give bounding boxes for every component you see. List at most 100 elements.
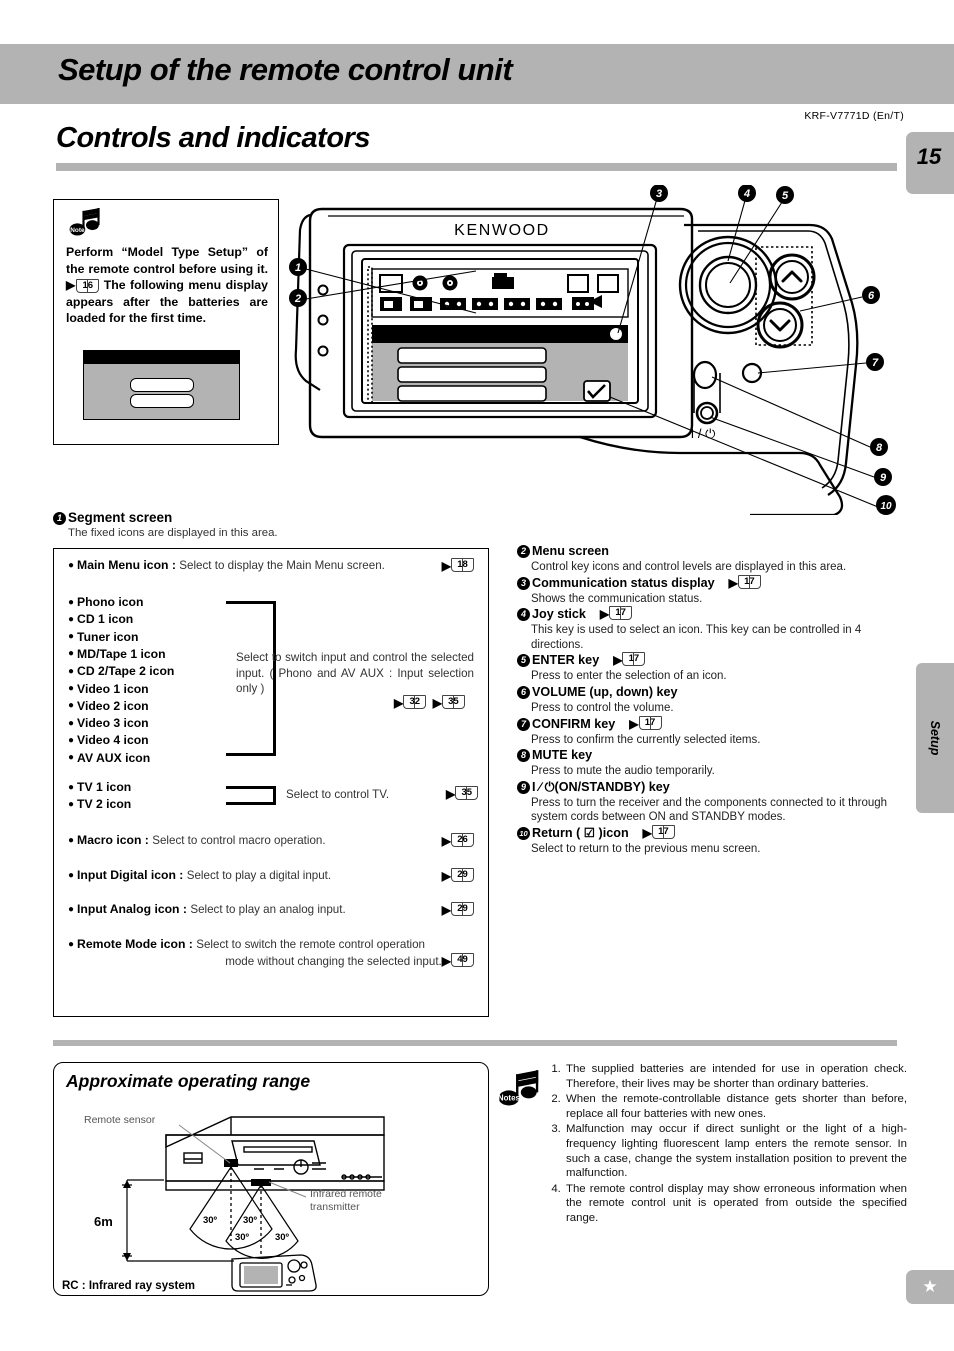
tv-brace-top bbox=[226, 786, 276, 789]
input-digital-label: Input Digital icon bbox=[77, 868, 176, 882]
page-ref-17[interactable]: 17 bbox=[638, 715, 662, 730]
input-icon-item: ●CD 2/Tape 2 icon bbox=[68, 664, 175, 679]
callout-9: 9 bbox=[874, 468, 892, 486]
svg-text:8: 8 bbox=[876, 442, 883, 454]
control-body: This key is used to select an icon. This… bbox=[531, 624, 862, 651]
input-icon-item: ●Tuner icon bbox=[68, 629, 139, 644]
callout-7: 7 bbox=[866, 353, 884, 371]
list-item-remote-mode: ●Remote Mode icon : Select to switch the… bbox=[68, 937, 426, 951]
page-ref-32[interactable]: 32 bbox=[403, 695, 427, 709]
control-number: 8 bbox=[517, 749, 530, 763]
angle-label-4: 30º bbox=[275, 1232, 290, 1243]
input-icon-item: ●Video 2 icon bbox=[68, 698, 149, 713]
ir-transmitter-label-1: Infrared remote bbox=[310, 1188, 382, 1200]
control-number: 9 bbox=[517, 780, 530, 794]
input-digital-desc: Select to play a digital input. bbox=[186, 869, 332, 882]
control-number: 4 bbox=[517, 608, 530, 622]
section-rule bbox=[56, 163, 897, 171]
page-ref-35a[interactable]: 35 bbox=[441, 695, 465, 709]
page-ref-17[interactable]: 17 bbox=[737, 574, 761, 589]
control-number: 3 bbox=[517, 576, 530, 590]
page-ref-18[interactable]: 18 bbox=[451, 558, 474, 572]
sep: : bbox=[168, 558, 180, 572]
list-item-main-menu: ●Main Menu icon : Select to display the … bbox=[68, 558, 474, 573]
segment-screen-title: Segment screen bbox=[68, 510, 173, 525]
note-item: The remote control display may show erro… bbox=[564, 1182, 907, 1226]
control-body: Shows the communication status. bbox=[531, 592, 703, 605]
page-ref-16[interactable]: 16 bbox=[76, 278, 100, 293]
operating-range-diagram: 30º 30º 30º 30º Remote sensor Infrared r… bbox=[62, 1114, 385, 1292]
page-ref-35b[interactable]: 35 bbox=[455, 786, 479, 800]
note-ref-arrow: ▶ bbox=[66, 278, 77, 292]
page-ref-17[interactable]: 17 bbox=[609, 606, 633, 621]
callout-1: 1 bbox=[289, 258, 307, 276]
joystick bbox=[678, 235, 778, 335]
page-ref-29a[interactable]: 29 bbox=[451, 868, 474, 882]
segment-screen-subtitle: The fixed icons are displayed in this ar… bbox=[68, 527, 278, 539]
callout-5: 5 bbox=[776, 186, 794, 204]
notes-icon: Notes bbox=[498, 1070, 539, 1106]
brace-bottom bbox=[226, 753, 276, 756]
page-ref-26[interactable]: 26 bbox=[451, 833, 474, 847]
svg-text:Notes: Notes bbox=[498, 1094, 521, 1103]
control-title: ENTER key bbox=[532, 653, 600, 668]
svg-text:5: 5 bbox=[782, 190, 789, 202]
control-number: 2 bbox=[517, 545, 530, 558]
page-tab bbox=[906, 132, 954, 194]
input-analog-desc: Select to play an analog input. bbox=[190, 903, 346, 916]
control-body: Press to turn the receiver and the compo… bbox=[531, 796, 888, 824]
callout-6: 6 bbox=[862, 286, 880, 304]
note-text: Perform “Model Type Setup” of the remote… bbox=[66, 244, 268, 327]
page-ref-49[interactable]: 49 bbox=[451, 953, 474, 967]
list-item-input-digital: ●Input Digital icon : Select to play a d… bbox=[68, 868, 474, 883]
control-title: MUTE key bbox=[532, 748, 593, 763]
svg-text:3: 3 bbox=[656, 188, 662, 200]
control-title: CONFIRM key bbox=[532, 716, 616, 731]
icon-list-box: ●Main Menu icon : Select to display the … bbox=[53, 548, 489, 1017]
page-ref-17[interactable]: 17 bbox=[651, 824, 675, 839]
tv-icon-item: ●TV 1 icon bbox=[68, 780, 132, 794]
page-ref-17[interactable]: 17 bbox=[622, 652, 646, 667]
power-key bbox=[695, 401, 719, 425]
tv-brace-bottom bbox=[226, 802, 276, 805]
sep: : bbox=[175, 868, 187, 882]
svg-text:2: 2 bbox=[294, 293, 301, 305]
control-body: Press to confirm the currently selected … bbox=[531, 733, 761, 746]
mini-screen-body bbox=[84, 364, 239, 419]
distance-label: 6m bbox=[94, 1214, 113, 1229]
chapter-header-bar bbox=[0, 44, 954, 104]
ref-arrow: ▶ bbox=[446, 787, 456, 801]
page-ref-29b[interactable]: 29 bbox=[451, 902, 474, 916]
note-item: Malfunction may occur if direct sunlight… bbox=[564, 1122, 907, 1180]
brace-vert bbox=[273, 601, 276, 756]
operating-range-box: Approximate operating range bbox=[53, 1062, 489, 1296]
mini-screen-option-1 bbox=[130, 378, 194, 392]
sep: : bbox=[179, 902, 191, 916]
mini-screen-option-2 bbox=[130, 394, 194, 408]
section-divider bbox=[53, 1040, 897, 1046]
control-number: 10 bbox=[517, 826, 530, 840]
input-icon-item: ●Video 3 icon bbox=[68, 716, 149, 731]
mini-menu-screenshot bbox=[83, 350, 240, 420]
svg-text:6: 6 bbox=[868, 290, 875, 302]
list-item-remote-mode-line2: mode without changing the selected input… bbox=[200, 953, 474, 968]
control-title: VOLUME (up, down) key bbox=[532, 684, 678, 699]
remote-sensor-label: Remote sensor bbox=[84, 1114, 156, 1126]
segment-screen-number: 1 bbox=[53, 512, 66, 525]
ref-arrow: ▶ bbox=[599, 607, 610, 622]
control-number: 7 bbox=[517, 717, 530, 731]
ir-transmitter-label-2: transmitter bbox=[310, 1201, 360, 1213]
sep: : bbox=[185, 937, 197, 951]
ref-arrow: ▶ bbox=[728, 575, 738, 590]
tv-ref: ▶35 bbox=[446, 786, 479, 801]
ref-arrow: ▶ bbox=[441, 869, 451, 883]
